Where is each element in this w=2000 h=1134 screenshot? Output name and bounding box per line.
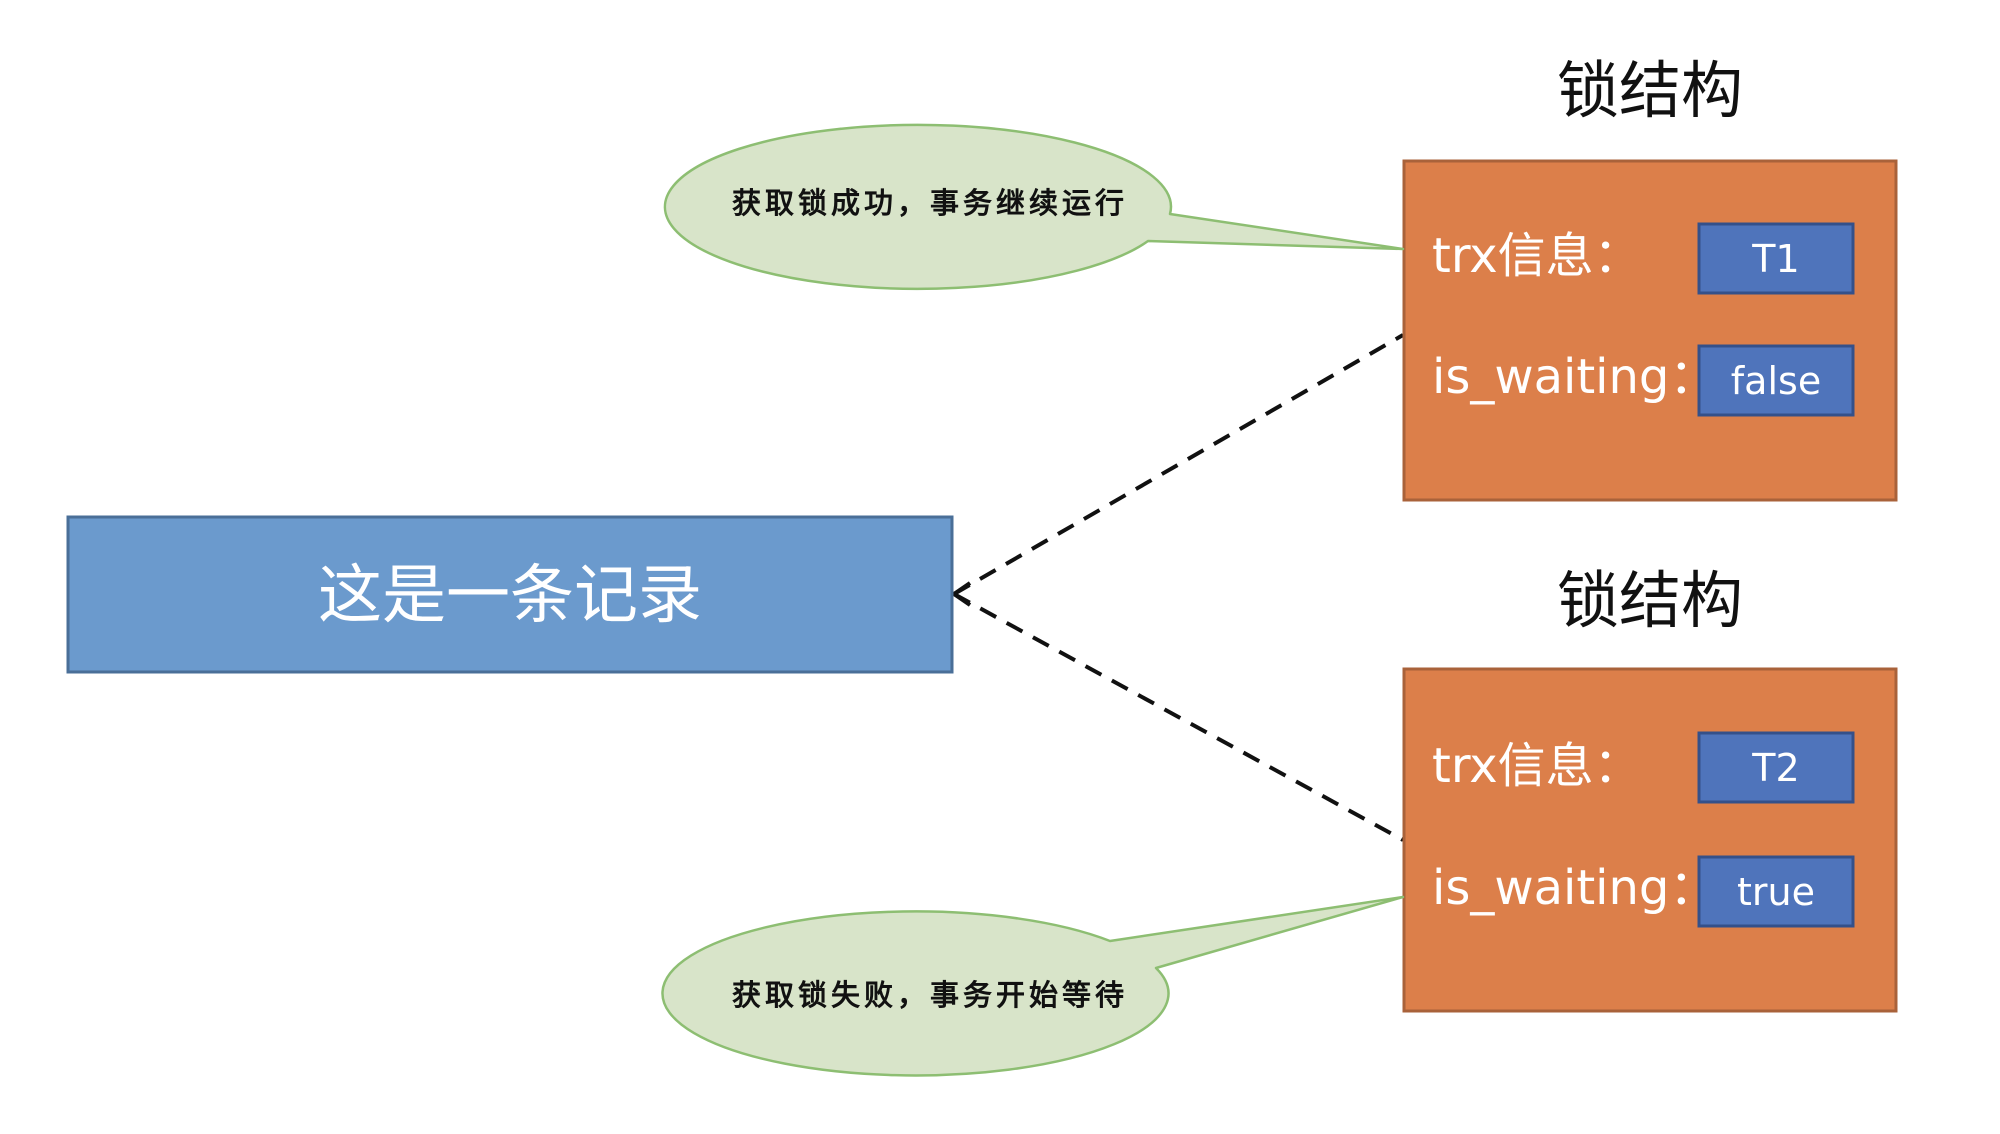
trx-value-box [1697,222,1855,295]
is-waiting-field-label: is_waiting： [1432,349,1717,405]
lock-box [1402,159,1898,502]
callout-success: 获取锁成功，事务继续运行 [663,123,1405,291]
arrowhead-icon [950,581,972,607]
is-waiting-value: true [1737,870,1815,914]
trx-value: T1 [1751,237,1799,281]
record-label: 这是一条记录 [318,559,702,633]
connector-lock-2 [953,592,1404,842]
trx-field-label: trx信息： [1432,738,1642,794]
connector-lock-1 [953,333,1404,596]
lock-box [1402,667,1898,1013]
lock-structure-2: 锁结构 trx信息： T2 is_waiting： true [1402,564,1898,1013]
is-waiting-value-box [1697,344,1855,417]
callout-text: 获取锁成功，事务继续运行 [732,186,1128,220]
lock-structure-1: 锁结构 trx信息： T1 is_waiting： false [1402,54,1898,502]
callout-bubble [663,123,1405,291]
is-waiting-value-box [1697,855,1855,928]
connectors [950,333,1404,842]
callout-bubble [661,895,1405,1077]
record-node: 这是一条记录 [66,515,954,674]
is-waiting-value: false [1731,359,1821,403]
is-waiting-field-label: is_waiting： [1432,860,1717,916]
trx-value: T2 [1751,746,1799,790]
trx-value-box [1697,731,1855,804]
lock-structure-title: 锁结构 [1557,54,1743,127]
callout-text: 获取锁失败，事务开始等待 [732,978,1128,1012]
record-box [66,515,954,674]
lock-structure-title: 锁结构 [1557,564,1743,637]
callout-failure: 获取锁失败，事务开始等待 [661,895,1405,1077]
trx-field-label: trx信息： [1432,228,1642,284]
